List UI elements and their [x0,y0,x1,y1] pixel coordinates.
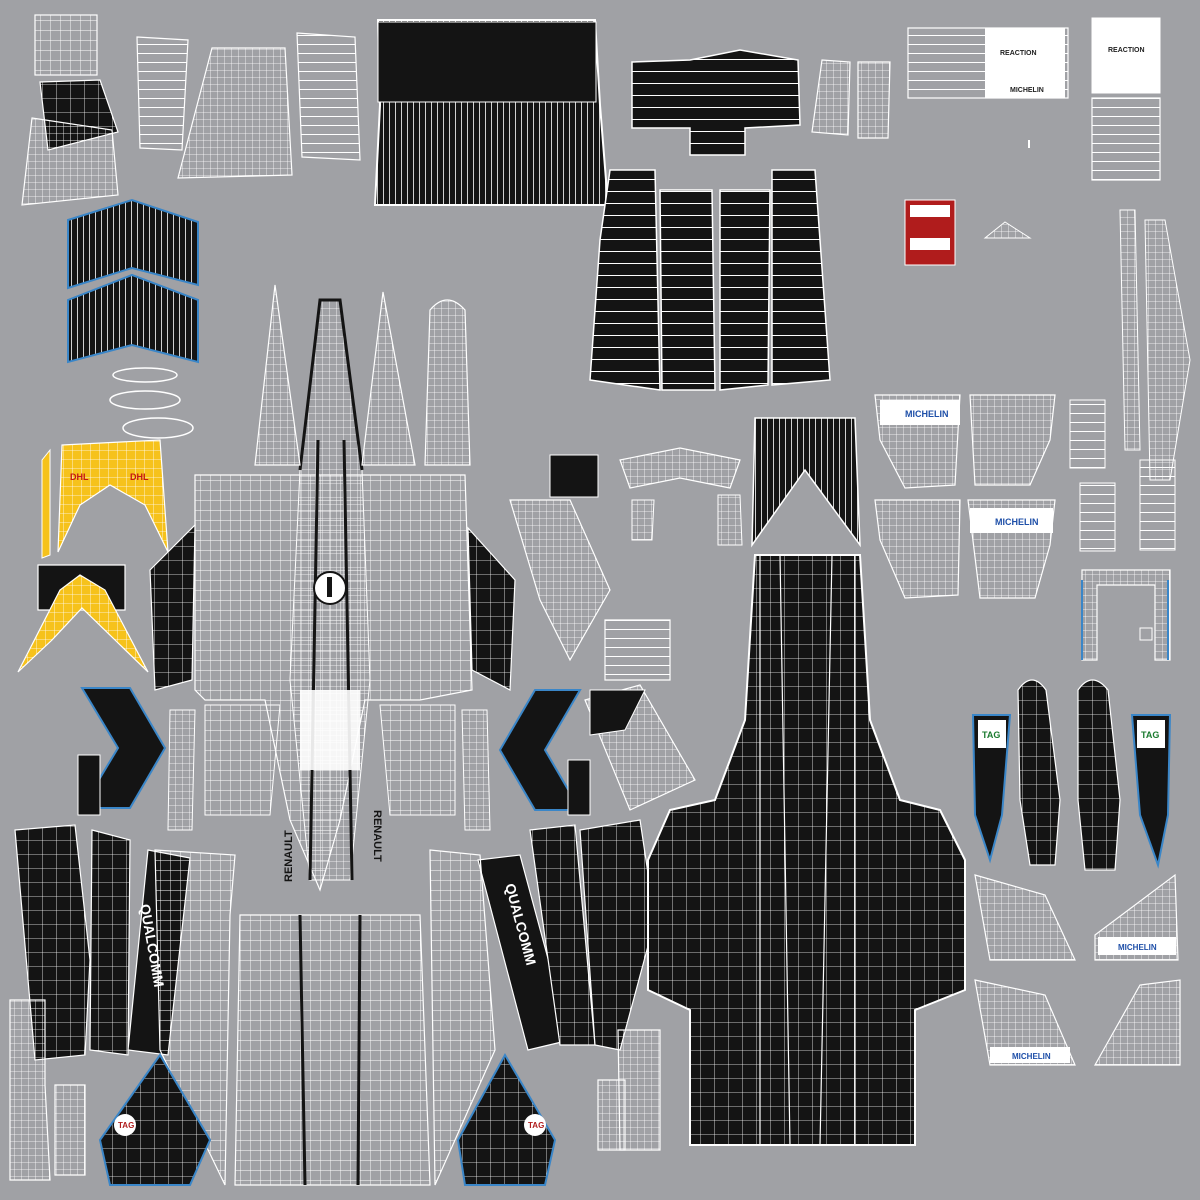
panel-michelin-curves: MICHELIN MICHELIN [974,873,1181,1066]
panel-bottom-left-grids [9,999,86,1181]
michelin-decal-1: MICHELIN [905,409,949,419]
tag-decal-br: TAG [528,1121,544,1130]
panel-central-body: RENAULT RENAULT [194,298,473,892]
panel-top-white-strips [136,32,361,179]
reaction-decal-text-2: REACTION [1108,47,1145,54]
panel-top-black-cover [373,19,610,206]
tag-decal-bl: TAG [118,1121,134,1130]
panel-top-small-white [811,59,891,139]
panel-chevrons [77,687,591,816]
panel-side-wedges [149,523,516,691]
tag-decal-2: TAG [1141,730,1159,740]
michelin-decal-2: MICHELIN [995,517,1039,527]
michelin-decal-3: MICHELIN [1118,943,1157,952]
panel-qualcomm-right: QUALCOMM [477,819,656,1051]
panel-center-black-vest [589,169,831,391]
panel-v-black [751,417,861,548]
panel-small-black-square [509,454,696,811]
panel-left-rings [109,367,194,439]
panel-big-black-floor [647,554,966,1146]
panel-dhl-yellow-top: DHL DHL [41,439,169,559]
panel-tag-heuer-pieces: TAG TAG [971,679,1172,871]
panel-tag-triangles: TAG TAG [98,1052,557,1186]
panel-bottom-middle-grids [597,1029,661,1151]
panel-lower-floor [154,849,496,1186]
panel-dhl-yellow-bottom [17,564,149,673]
dhl-decal-right: DHL [130,472,149,482]
panel-arch-white [619,447,743,546]
panel-nose-spikes [254,284,471,466]
reaction-decal-text: REACTION [1000,50,1037,57]
michelin-decal-4: MICHELIN [1012,1052,1051,1061]
red-decal [904,199,1032,266]
panel-top-black-small [631,49,801,156]
panel-small-side-bits [167,704,491,831]
panel-top-left-grid [21,14,119,206]
tag-decal-1: TAG [982,730,1000,740]
panel-michelin-boxes-top: MICHELIN [874,394,1056,489]
panel-top-right-decal-board: REACTION MICHELIN REACTION [907,17,1161,181]
michelin-decal-small: MICHELIN [1010,87,1044,94]
panel-michelin-boxes-bottom: MICHELIN [874,499,1056,599]
renault-decal-right: RENAULT [371,810,383,862]
panel-left-blue-edge-top [67,198,199,364]
dhl-decal-left: DHL [70,472,89,482]
panel-right-strips [1069,209,1191,552]
panel-right-arch [1081,569,1171,661]
renault-decal-left: RENAULT [283,830,295,882]
